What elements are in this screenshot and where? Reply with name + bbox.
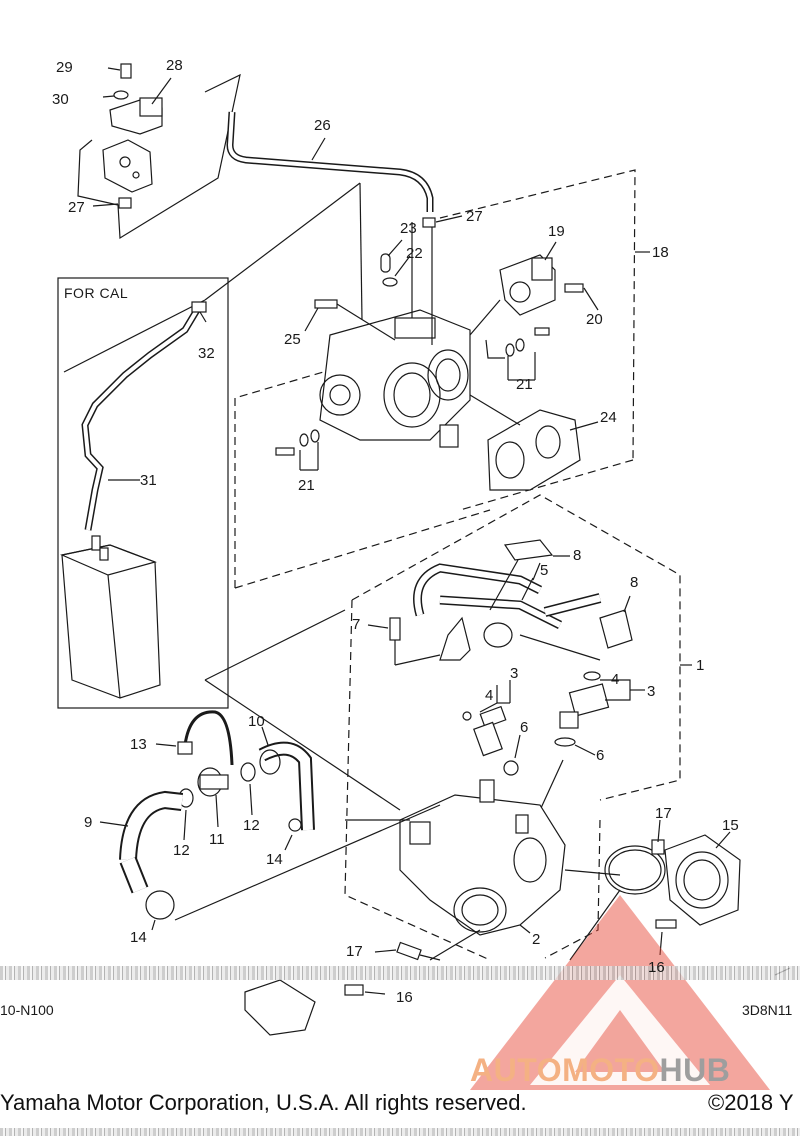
callout-8: 8 (630, 574, 639, 591)
callout-10: 10 (248, 713, 265, 730)
callout-31: 31 (140, 472, 157, 489)
callout-32: 32 (198, 345, 215, 362)
canister-hose-assembly (60, 301, 207, 699)
torn-edge-strip (0, 966, 800, 980)
throttle-body-gasket (487, 409, 599, 491)
callout-18: 18 (652, 244, 669, 261)
map-sensor-assembly (77, 63, 241, 240)
callout-25: 25 (284, 331, 301, 348)
throttle-body (304, 222, 471, 448)
screw-set-left (275, 429, 320, 471)
watermark-text-part2: HUB (659, 1052, 731, 1088)
callout-15: 15 (722, 817, 739, 834)
intake-assembly-box (344, 494, 681, 961)
diagram-ref-right: 3D8N11 (742, 1002, 793, 1018)
screw-set-right (485, 327, 550, 381)
torn-edge-strip-bottom (0, 1128, 800, 1136)
callout-23: 23 (400, 220, 417, 237)
callout-9: 9 (84, 814, 93, 831)
callout-19: 19 (548, 223, 565, 240)
callout-5: 5 (540, 562, 549, 579)
callout-27: 27 (466, 208, 483, 225)
callout-30: 30 (52, 91, 69, 108)
callout-22: 22 (406, 245, 423, 262)
callout-29: 29 (56, 59, 73, 76)
callout-7: 7 (352, 616, 361, 633)
callout-16: 16 (648, 959, 665, 976)
callout-12: 12 (243, 817, 260, 834)
callout-8: 8 (573, 547, 582, 564)
callout-17: 17 (655, 805, 672, 822)
vacuum-hose (226, 111, 434, 212)
callout-3: 3 (510, 665, 519, 682)
callout-28: 28 (166, 57, 183, 74)
callout-2: 2 (532, 931, 541, 948)
copyright-year: ©2018 Y (708, 1090, 794, 1115)
callout-3: 3 (647, 683, 656, 700)
callout-13: 13 (130, 736, 147, 753)
callout-21: 21 (516, 376, 533, 393)
throttle-body-group-box (234, 169, 636, 589)
callout-21: 21 (298, 477, 315, 494)
callout-26: 26 (314, 117, 331, 134)
diagram-ref-left: 10-N100 (0, 1002, 54, 1018)
coolant-hose-set (99, 710, 315, 931)
callout-4: 4 (611, 671, 620, 688)
fuel-delivery-pipe (413, 562, 602, 661)
callout-27: 27 (68, 199, 85, 216)
callout-14: 14 (130, 929, 147, 946)
for-cal-label: FOR CAL (64, 285, 129, 301)
watermark-text: AUTOMOTOHUB (470, 1052, 730, 1089)
watermark-logo (470, 895, 770, 1090)
copyright-text: Yamaha Motor Corporation, U.S.A. All rig… (0, 1090, 527, 1115)
callout-14: 14 (266, 851, 283, 868)
throttle-position-sensor (469, 241, 599, 336)
callout-11: 11 (209, 831, 225, 848)
callout-16: 16 (396, 989, 413, 1006)
callout-6: 6 (596, 747, 605, 764)
intake-manifold (399, 779, 621, 936)
callout-20: 20 (586, 311, 603, 328)
for-cal-box (57, 277, 229, 709)
intake-clamp-and-joint (569, 819, 741, 961)
callout-1: 1 (696, 657, 705, 674)
callout-12: 12 (173, 842, 190, 859)
callout-4: 4 (485, 687, 494, 704)
callout-24: 24 (600, 409, 617, 426)
callout-17: 17 (346, 943, 363, 960)
watermark-text-part1: AUTOMOTO (470, 1052, 660, 1088)
callout-6: 6 (520, 719, 529, 736)
fuel-injector-left (462, 680, 521, 776)
